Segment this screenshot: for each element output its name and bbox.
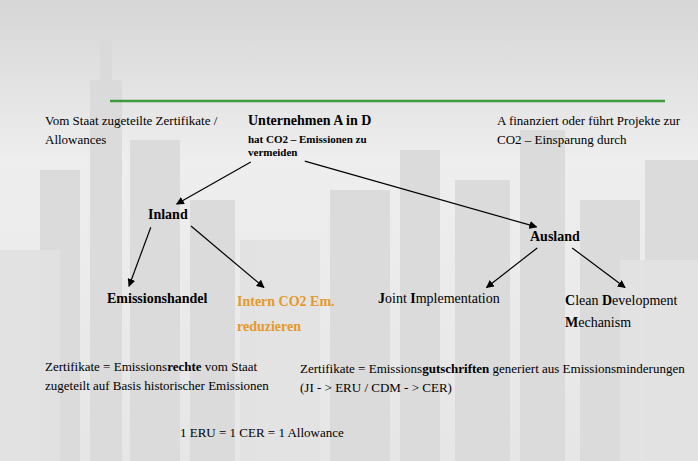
node-subtitle: hat CO2 – Emissionen zu vermeiden — [248, 133, 383, 161]
arrow-connector — [487, 248, 538, 288]
text-node: Unternehmen A in Dhat CO2 – Emissionen z… — [248, 112, 374, 160]
node-title: Ausland — [530, 228, 582, 246]
node-title: Joint Implementation — [378, 290, 502, 308]
arrow-connector — [191, 226, 264, 287]
node-title: Emissionshandel — [107, 290, 210, 308]
text-node: Inland — [148, 206, 190, 224]
node-title: Clean Development Mechanism — [565, 290, 680, 335]
node-title: Inland — [148, 206, 190, 224]
text-node: Emissionshandel — [107, 290, 210, 308]
node-title: Unternehmen A in D — [248, 112, 423, 130]
text-node: Ausland — [530, 228, 582, 246]
node-title: Intern CO2 Em. reduzieren — [237, 290, 337, 339]
text-node: Clean Development Mechanism — [565, 290, 680, 335]
arrow-connector — [305, 161, 537, 227]
text-node: Intern CO2 Em. reduzieren — [237, 290, 337, 339]
note-text: Zertifikate = Emissionsrechte vom Staat … — [45, 358, 290, 396]
text-node: Joint Implementation — [378, 290, 502, 308]
divider-line — [110, 100, 665, 103]
arrow-connector — [129, 227, 151, 286]
note-text: A finanziert oder führt Projekte zur CO2… — [497, 112, 692, 150]
arrow-connector — [177, 162, 251, 204]
note-text: 1 ERU = 1 CER = 1 Allowance — [180, 424, 400, 443]
note-text: Zertifikate = Emissionsgutschriften gene… — [300, 360, 685, 398]
arrow-connector — [572, 248, 625, 288]
note-text: Vom Staat zugeteilte Zertifikate / Allow… — [45, 112, 220, 150]
